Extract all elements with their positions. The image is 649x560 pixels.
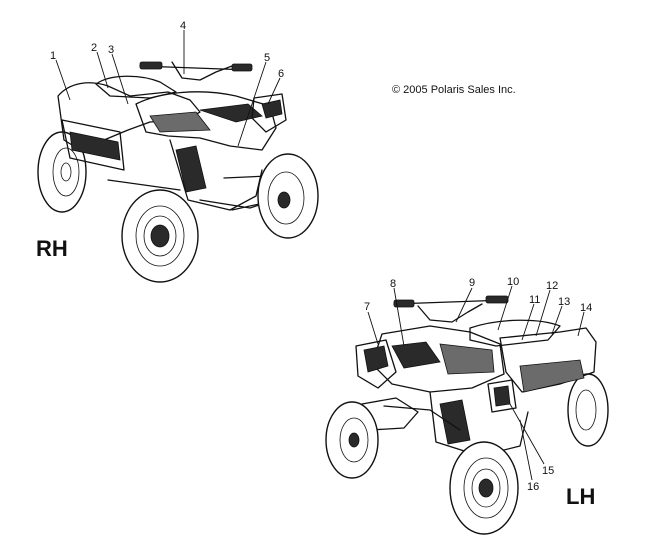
callout-15: 15 bbox=[542, 465, 554, 477]
atv-left-hand-view bbox=[325, 295, 609, 535]
callout-2: 2 bbox=[91, 42, 97, 54]
atv-right-hand-view bbox=[37, 61, 319, 283]
callout-9: 9 bbox=[469, 277, 475, 289]
lh-rear-far-wheel bbox=[567, 373, 609, 447]
rh-rear-wheel bbox=[37, 131, 87, 213]
callout-3: 3 bbox=[108, 44, 114, 56]
callout-10: 10 bbox=[507, 276, 519, 288]
callout-6: 6 bbox=[278, 68, 284, 80]
lh-front-far-wheel bbox=[325, 401, 379, 479]
callout-4: 4 bbox=[180, 20, 186, 32]
lh-callout-leaders bbox=[367, 285, 585, 481]
callout-14: 14 bbox=[580, 302, 592, 314]
view-label-rh: RH bbox=[36, 236, 68, 261]
lh-front-near-wheel bbox=[449, 441, 519, 535]
callout-5: 5 bbox=[264, 52, 270, 64]
rh-callout-leaders bbox=[55, 30, 281, 147]
rh-callout-numbers: 1 2 3 4 5 6 bbox=[50, 20, 284, 80]
callout-13: 13 bbox=[558, 296, 570, 308]
callout-11: 11 bbox=[529, 294, 540, 306]
callout-8: 8 bbox=[390, 278, 396, 290]
callout-16: 16 bbox=[527, 481, 539, 493]
callout-7: 7 bbox=[364, 301, 370, 313]
view-label-lh: LH bbox=[566, 484, 595, 509]
copyright-notice: © 2005 Polaris Sales Inc. bbox=[392, 84, 516, 96]
callout-1: 1 bbox=[50, 50, 56, 62]
lh-callout-numbers: 7 8 9 10 11 12 13 14 15 16 bbox=[364, 276, 592, 493]
rh-front-far-wheel bbox=[257, 153, 319, 239]
callout-12: 12 bbox=[546, 280, 558, 292]
rh-front-near-wheel bbox=[121, 189, 199, 283]
